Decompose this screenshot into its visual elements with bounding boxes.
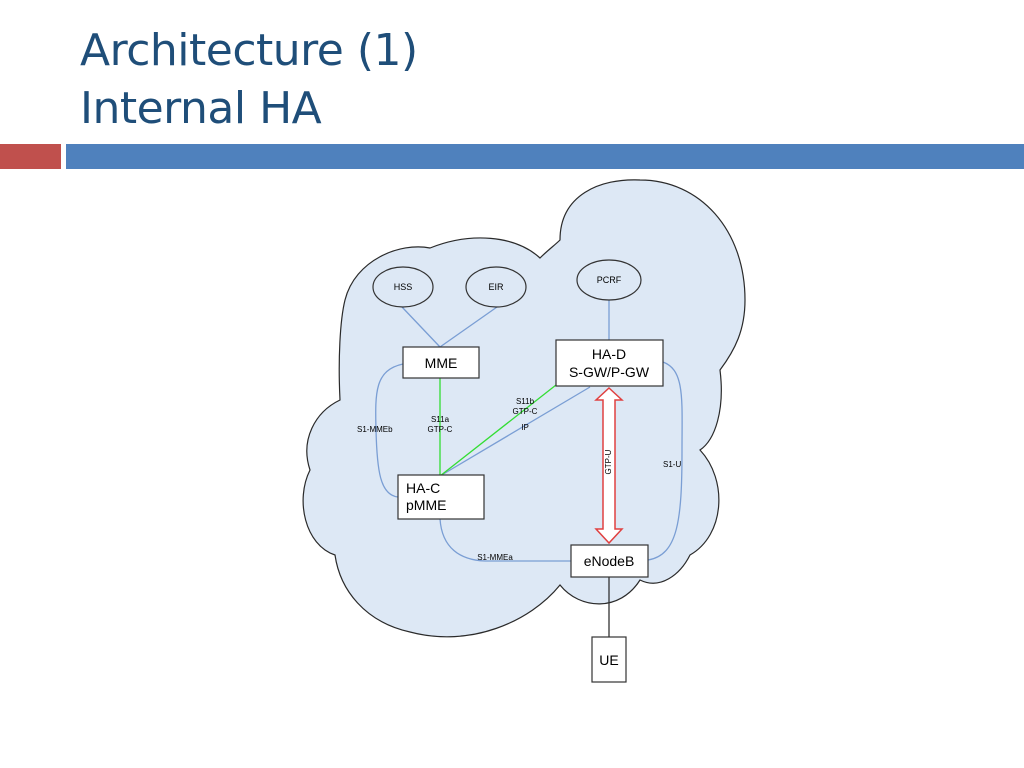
had-label-line2: S-GW/P-GW [569, 364, 650, 380]
pcrf-label: PCRF [597, 275, 622, 285]
gtp-u-label: GTP-U [604, 449, 613, 474]
enodeb-box [570, 544, 649, 578]
eir-label: EIR [488, 282, 504, 292]
link-s1-u [647, 361, 683, 561]
hac-label-line1: HA-C [406, 480, 440, 496]
s1-u-label: S1-U [663, 460, 681, 469]
s11b-label-line1: S11b [516, 397, 535, 406]
mme-label: MME [425, 355, 458, 371]
accent-bar-red [0, 144, 61, 169]
slide-title: Architecture (1) Internal HA [80, 22, 418, 138]
green-links [439, 378, 557, 477]
link-hss-mme [401, 306, 441, 348]
had-label-line1: HA-D [592, 346, 626, 362]
hac-box [397, 474, 485, 520]
ue-label: UE [599, 652, 618, 668]
s11a-label-line2: GTP-C [428, 425, 453, 434]
ip-label: IP [521, 423, 529, 432]
accent-bar-blue [66, 144, 1024, 169]
ue-box [591, 636, 627, 683]
blue-links [375, 300, 683, 562]
mme-box [402, 346, 480, 379]
s11a-label-line1: S11a [431, 415, 450, 424]
hss-node [372, 266, 434, 308]
link-s1-mmea [439, 518, 571, 562]
eir-node [465, 266, 527, 308]
title-line-2: Internal HA [80, 83, 322, 134]
link-s11b [439, 384, 557, 477]
link-eir-mme [439, 306, 498, 348]
hss-label: HSS [394, 282, 413, 292]
link-ip [439, 386, 591, 477]
pcrf-node [576, 259, 642, 301]
title-line-1: Architecture (1) [80, 25, 418, 76]
link-s1-mmeb [375, 363, 404, 498]
s1-mmeb-label: S1-MMEb [357, 425, 393, 434]
enodeb-label: eNodeB [584, 553, 635, 569]
s1-mmea-label: S1-MMEa [477, 553, 513, 562]
gtp-u-double-arrow [594, 386, 624, 545]
hac-label-line2: pMME [406, 497, 446, 513]
s11b-label-line2: GTP-C [513, 407, 538, 416]
had-box [555, 339, 664, 387]
